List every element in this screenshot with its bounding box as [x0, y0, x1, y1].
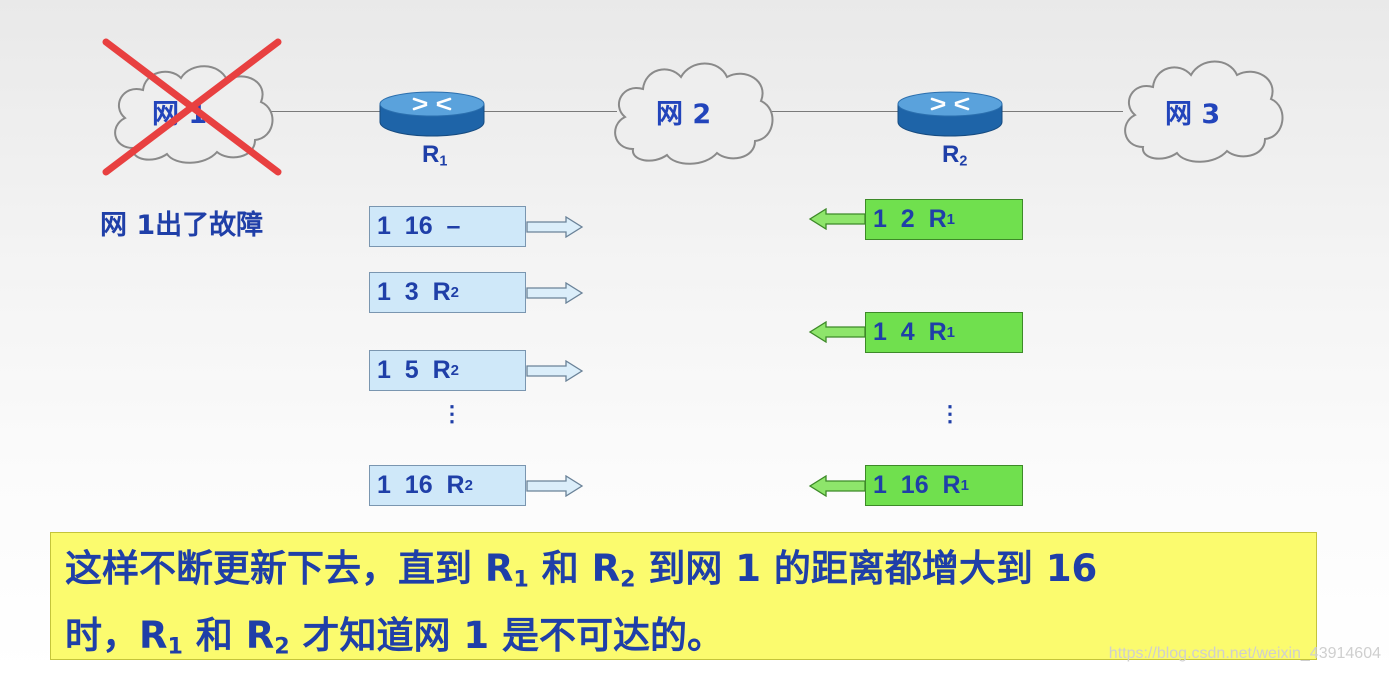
- r1-message-2-text: 1 3 R: [377, 278, 451, 306]
- r2-message-2-sub: 1: [946, 324, 955, 341]
- arrow-right-icon: [526, 216, 584, 238]
- router-r1-label: R1: [422, 141, 447, 170]
- caption-line-1: 这样不断更新下去，直到 R1 和 R2 到网 1 的距离都增大到 16: [65, 541, 1316, 608]
- caption-line-1-sub-2: 2: [620, 566, 636, 593]
- caption-line-2: 时，R1 和 R2 才知道网 1 是不可达的。: [65, 608, 1316, 675]
- link-r2-net3: [1001, 111, 1123, 112]
- r2-message-3-text: 1 16 R: [873, 471, 961, 499]
- r2-ellipsis: ⋮: [939, 401, 961, 426]
- arrow-right-icon: [526, 475, 584, 497]
- r2-message-1-sub: 1: [946, 211, 955, 228]
- caption-line-1-sub-1: 1: [513, 566, 529, 593]
- r2-message-2-text: 1 4 R: [873, 318, 947, 346]
- r2-message-1-text: 1 2 R: [873, 205, 947, 233]
- r1-message-1-text: 1 16 –: [377, 212, 461, 240]
- arrow-left-icon: [808, 475, 866, 497]
- router-r1-sub: 1: [439, 153, 448, 170]
- r1-message-2-sub: 2: [450, 284, 459, 301]
- r1-message-3-text: 1 5 R: [377, 356, 451, 384]
- r1-message-1: 1 16 –: [369, 206, 526, 247]
- r2-message-3-sub: 1: [960, 477, 969, 494]
- router-r2-sub: 2: [959, 153, 968, 170]
- r1-message-4-text: 1 16 R: [377, 471, 465, 499]
- router-r2-label: R2: [942, 141, 967, 170]
- link-r1-net2: [482, 111, 617, 112]
- r1-message-3-sub: 2: [450, 362, 459, 379]
- arrow-right-icon: [526, 360, 584, 382]
- link-net1-r1: [270, 111, 382, 112]
- arrow-right-icon: [526, 282, 584, 304]
- r1-ellipsis: ⋮: [441, 401, 463, 426]
- caption-line-2-a: 时，R: [65, 613, 168, 657]
- caption-line-1-b: 和 R: [528, 547, 621, 590]
- cloud-icon-net3: [1124, 60, 1284, 163]
- router-r2-name: R: [942, 141, 960, 168]
- caption-line-2-sub-2: 2: [274, 633, 290, 660]
- caption-line-1-a: 这样不断更新下去，直到 R: [65, 547, 514, 590]
- caption-box: 这样不断更新下去，直到 R1 和 R2 到网 1 的距离都增大到 16 时，R1…: [50, 532, 1317, 660]
- router-icon-r2: [897, 91, 1003, 137]
- caption-line-2-c: 才知道网 1 是不可达的。: [289, 613, 725, 657]
- link-net2-r2: [772, 111, 900, 112]
- cross-icon: [102, 38, 282, 176]
- watermark: https://blog.csdn.net/weixin_43914604: [1108, 645, 1381, 662]
- caption-line-2-b: 和 R: [182, 613, 275, 657]
- arrow-left-icon: [808, 321, 866, 343]
- router-r1-name: R: [422, 141, 440, 168]
- net3-label: 网 3: [1165, 99, 1221, 130]
- caption-line-2-sub-1: 1: [167, 633, 183, 660]
- fault-label: 网 1出了故障: [100, 210, 264, 241]
- net2-label: 网 2: [656, 99, 712, 130]
- cloud-icon-net2: [614, 62, 774, 165]
- arrow-left-icon: [808, 208, 866, 230]
- r1-message-4-sub: 2: [464, 477, 473, 494]
- caption-line-1-c: 到网 1 的距离都增大到 16: [635, 547, 1098, 590]
- router-icon-r1: [379, 91, 485, 137]
